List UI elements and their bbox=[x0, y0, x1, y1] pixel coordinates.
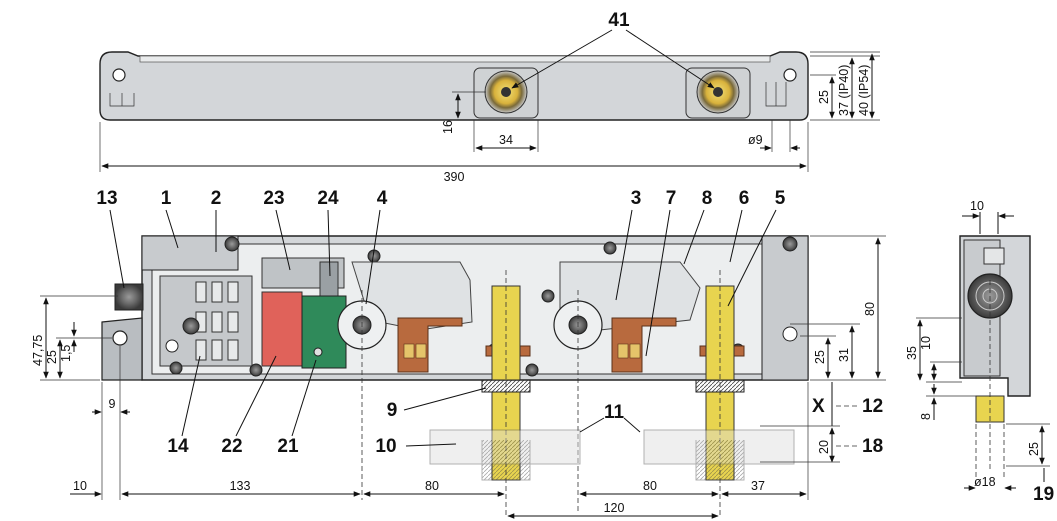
dim-80-vertical: 80 bbox=[863, 302, 877, 316]
side-view: 10 35 10 8 25 ø18 19 bbox=[905, 199, 1054, 505]
dim-37-ip40: 37 (IP40) bbox=[837, 65, 851, 116]
dim-x: X bbox=[812, 396, 825, 417]
callout-7: 7 bbox=[666, 188, 677, 209]
callout-13: 13 bbox=[96, 188, 117, 209]
relay bbox=[261, 291, 303, 367]
dim-120: 120 bbox=[604, 501, 625, 515]
dim-20: 20 bbox=[817, 440, 831, 454]
dim-9-left: 9 bbox=[109, 397, 116, 411]
callout-22: 22 bbox=[221, 436, 242, 457]
dim-1-5: 1,5 bbox=[59, 345, 73, 362]
callout-3: 3 bbox=[631, 188, 642, 209]
callout-18: 18 bbox=[862, 436, 883, 457]
dim-dia18: ø18 bbox=[974, 475, 996, 489]
dim-25-side: 25 bbox=[1027, 442, 1041, 456]
dim-34: 34 bbox=[499, 133, 513, 147]
dim-80-b: 80 bbox=[643, 479, 657, 493]
callout-14: 14 bbox=[167, 436, 189, 457]
dim-25-left: 25 bbox=[45, 350, 59, 364]
callout-2: 2 bbox=[211, 188, 222, 209]
callout-12: 12 bbox=[862, 396, 883, 417]
callout-8: 8 bbox=[702, 188, 713, 209]
dim-35: 35 bbox=[905, 346, 919, 360]
front-view: 13 1 2 23 24 4 3 7 8 6 5 9 11 14 22 21 1… bbox=[31, 188, 886, 519]
dim-133: 133 bbox=[230, 479, 251, 493]
dim-47-75: 47,75 bbox=[31, 335, 45, 366]
dim-37: 37 bbox=[751, 479, 765, 493]
callout-1: 1 bbox=[161, 188, 172, 209]
callout-10: 10 bbox=[375, 436, 396, 457]
callout-6: 6 bbox=[739, 188, 750, 209]
dim-10-bottom: 10 bbox=[73, 479, 87, 493]
dim-dia9: ø9 bbox=[748, 133, 763, 147]
dim-80-a: 80 bbox=[425, 479, 439, 493]
dim-31: 31 bbox=[837, 348, 851, 362]
callout-41: 41 bbox=[608, 10, 630, 31]
callout-24: 24 bbox=[317, 188, 339, 209]
callout-11: 11 bbox=[604, 402, 625, 423]
dim-25-main: 25 bbox=[813, 350, 827, 364]
callout-5: 5 bbox=[775, 188, 786, 209]
callout-9: 9 bbox=[387, 400, 398, 421]
callout-19: 19 bbox=[1033, 484, 1054, 505]
callout-23: 23 bbox=[263, 188, 284, 209]
dim-10-side: 10 bbox=[970, 199, 984, 213]
callout-4: 4 bbox=[377, 188, 388, 209]
dim-40-ip54: 40 (IP54) bbox=[857, 65, 871, 116]
dim-390: 390 bbox=[444, 170, 465, 184]
dim-10-side-vertical: 10 bbox=[919, 336, 933, 350]
dim-25-top: 25 bbox=[817, 90, 831, 104]
dim-8: 8 bbox=[919, 413, 933, 420]
bushing-left bbox=[473, 67, 539, 119]
top-view: 41 390 34 16 ø9 25 37 (IP40) 40 (IP54) bbox=[99, 10, 880, 184]
callout-21: 21 bbox=[277, 436, 299, 457]
dim-16: 16 bbox=[441, 120, 455, 134]
terminal-block bbox=[159, 275, 253, 375]
